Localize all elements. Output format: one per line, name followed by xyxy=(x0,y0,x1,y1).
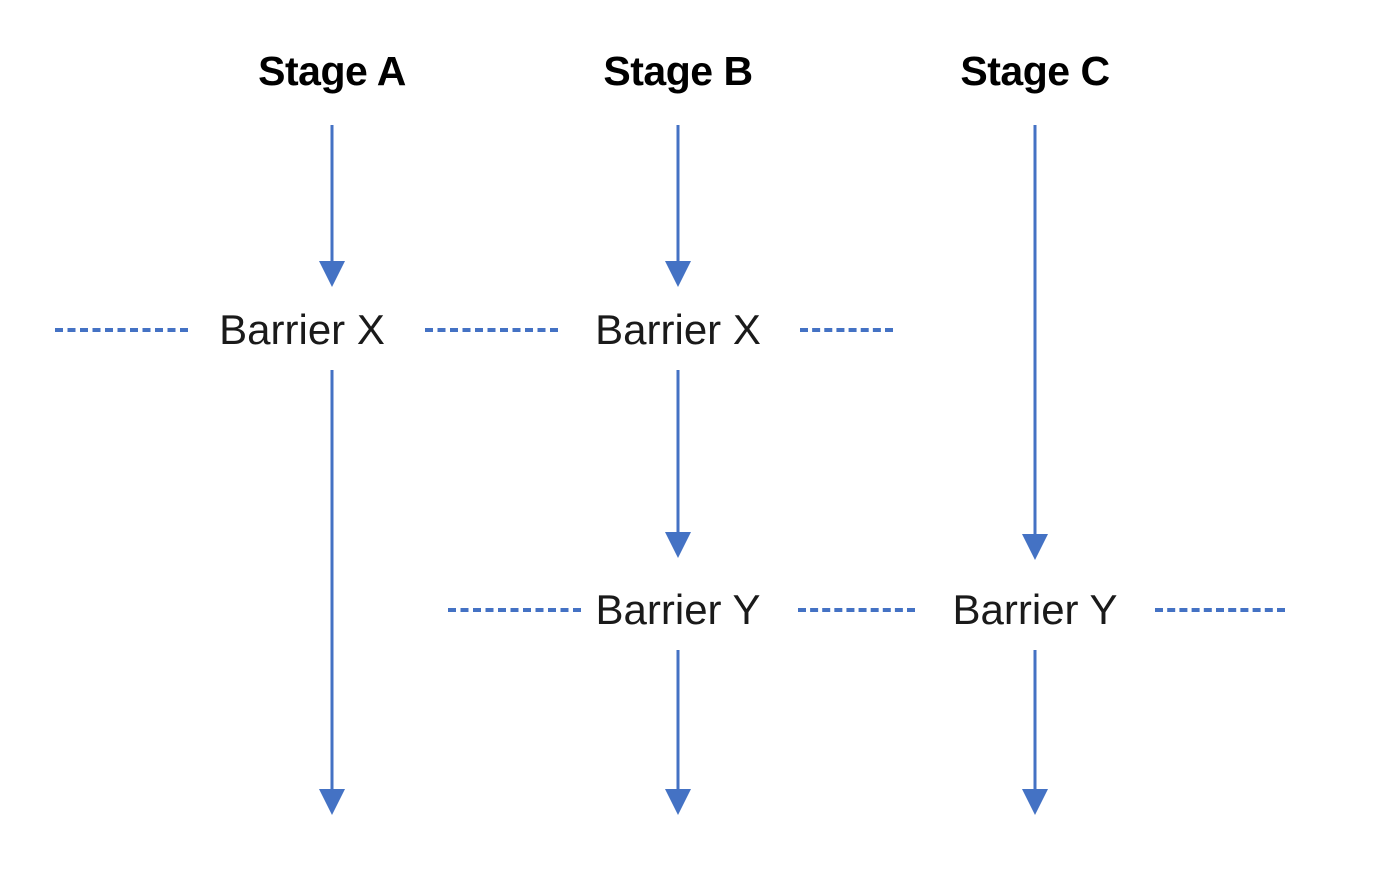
stem-barrier-x-a-to-output xyxy=(330,370,334,789)
barrier-label-y-column-c: Barrier Y xyxy=(952,586,1118,633)
stage-header-a: Stage A xyxy=(258,48,406,94)
dashes-left-of-barrier-x-a xyxy=(55,328,188,332)
stage-header-b: Stage B xyxy=(603,48,753,94)
arrowhead-stage-c-to-barrier-y xyxy=(1022,534,1048,560)
dashes-left-of-barrier-y-b xyxy=(448,608,581,612)
barrier-label-y-column-b: Barrier Y xyxy=(595,586,761,633)
arrowhead-barrier-y-b-to-output xyxy=(665,789,691,815)
dashes-between-barrier-y-b-and-c xyxy=(798,608,915,612)
dashes-right-of-barrier-x-b xyxy=(800,328,893,332)
dashes-right-of-barrier-y-c xyxy=(1155,608,1285,612)
stem-stage-b-to-barrier-x xyxy=(676,125,680,261)
dashes-between-barrier-x-a-and-b xyxy=(425,328,558,332)
stem-stage-a-to-barrier-x xyxy=(330,125,334,261)
arrowhead-stage-a-to-barrier-x xyxy=(319,261,345,287)
stem-stage-c-to-barrier-y xyxy=(1033,125,1037,534)
barrier-label-x-column-b: Barrier X xyxy=(595,306,761,353)
arrowhead-barrier-y-c-to-output xyxy=(1022,789,1048,815)
stem-barrier-x-b-to-barrier-y xyxy=(676,370,680,532)
stem-barrier-y-b-to-output xyxy=(676,650,680,789)
stem-barrier-y-c-to-output xyxy=(1033,650,1037,789)
barrier-label-x-column-a: Barrier X xyxy=(219,306,385,353)
arrowhead-barrier-x-b-to-barrier-y xyxy=(665,532,691,558)
stage-header-c: Stage C xyxy=(960,48,1110,94)
arrowhead-stage-b-to-barrier-x xyxy=(665,261,691,287)
arrowhead-barrier-x-a-to-output xyxy=(319,789,345,815)
